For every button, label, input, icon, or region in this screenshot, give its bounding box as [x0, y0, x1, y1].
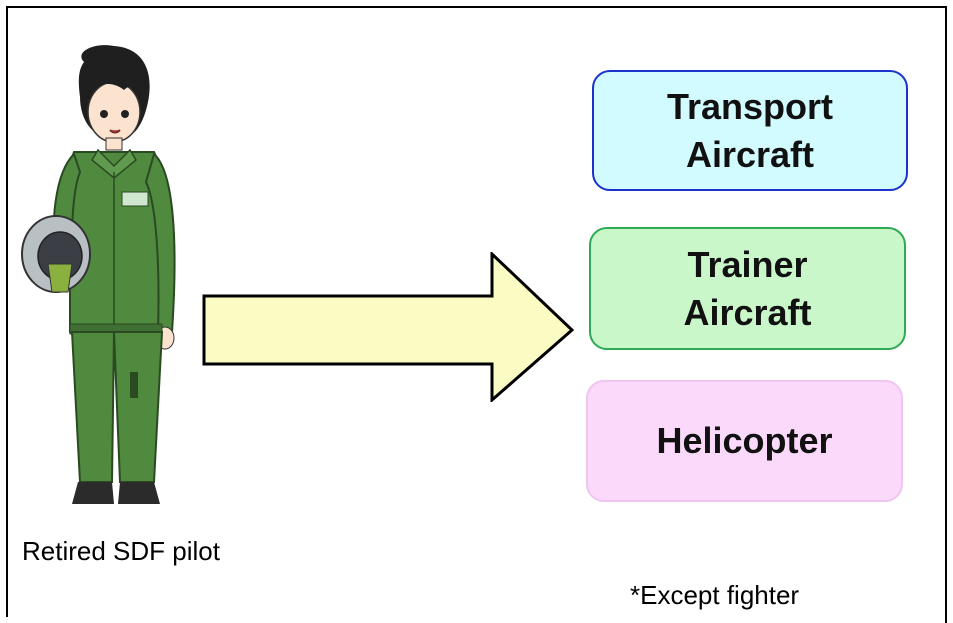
- diagram-frame: [6, 6, 945, 617]
- trainer-aircraft-label: Trainer Aircraft: [683, 243, 812, 333]
- pilot-illustration-icon: [21, 45, 176, 504]
- transport-aircraft-box: Transport Aircraft: [592, 70, 908, 191]
- helicopter-box: Helicopter: [586, 380, 903, 502]
- footnote: *Except fighter: [630, 580, 800, 610]
- trainer-aircraft-box: Trainer Aircraft: [589, 227, 906, 350]
- frame-right-border: [945, 6, 947, 623]
- transport-aircraft-label: Transport Aircraft: [666, 85, 834, 175]
- helicopter-label: Helicopter: [656, 420, 833, 462]
- right-arrow-icon: [202, 252, 574, 402]
- pilot-caption: Retired SDF pilot: [22, 536, 220, 566]
